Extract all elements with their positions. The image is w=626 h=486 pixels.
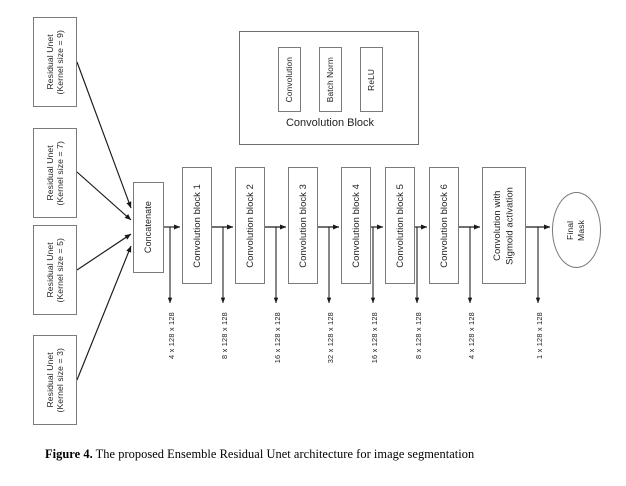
convolution-block-4-label: Convolution block 4 bbox=[350, 183, 362, 268]
concatenate-label: Concatenate bbox=[143, 201, 154, 254]
convolution-block-3[interactable]: Convolution block 3 bbox=[288, 167, 318, 284]
convolution-block-5-label: Convolution block 5 bbox=[394, 183, 406, 268]
inset-stage-relu-label: ReLU bbox=[365, 68, 376, 91]
dimension-label-1: 4 x 128 x 128 bbox=[167, 312, 176, 359]
ensemble-converging-arrows bbox=[76, 61, 132, 381]
figure-caption-label: Figure 4. bbox=[45, 447, 93, 461]
convolution-sigmoid-block[interactable]: Convolution with Sigmoid activation bbox=[482, 167, 526, 284]
dimension-label-2: 8 x 128 x 128 bbox=[220, 312, 229, 359]
residual-unet-k3[interactable]: Residual Unet (Kernel size = 3) bbox=[33, 335, 77, 425]
dimension-label-6: 8 x 128 x 128 bbox=[414, 312, 423, 359]
dimension-label-7: 4 x 128 x 128 bbox=[467, 312, 476, 359]
dimension-label-8: 1 x 128 x 128 bbox=[535, 312, 544, 359]
convolution-block-2-label: Convolution block 2 bbox=[244, 183, 256, 268]
inset-stage-batch-norm[interactable]: Batch Norm bbox=[319, 47, 342, 112]
convolution-block-2[interactable]: Convolution block 2 bbox=[235, 167, 265, 284]
inset-stage-relu[interactable]: ReLU bbox=[360, 47, 383, 112]
convolution-block-6[interactable]: Convolution block 6 bbox=[429, 167, 459, 284]
inset-stage-convolution-label: Convolution bbox=[283, 56, 294, 103]
dimension-label-4: 32 x 128 x 128 bbox=[326, 312, 335, 364]
residual-unet-k9-label: Residual Unet (Kernel size = 9) bbox=[44, 29, 65, 95]
inset-caption: Convolution Block bbox=[285, 117, 375, 129]
figure-caption-text: The proposed Ensemble Residual Unet arch… bbox=[92, 447, 475, 461]
convolution-block-4[interactable]: Convolution block 4 bbox=[341, 167, 371, 284]
convolution-block-3-label: Convolution block 3 bbox=[297, 183, 309, 268]
inset-stage-convolution[interactable]: Convolution bbox=[278, 47, 301, 112]
residual-unet-k7[interactable]: Residual Unet (Kernel size = 7) bbox=[33, 128, 77, 218]
residual-unet-k5-label: Residual Unet (Kernel size = 5) bbox=[44, 237, 65, 303]
figure-caption: Figure 4. The proposed Ensemble Residual… bbox=[45, 447, 590, 462]
residual-unet-k3-label: Residual Unet (Kernel size = 3) bbox=[44, 347, 65, 413]
residual-unet-k7-label: Residual Unet (Kernel size = 7) bbox=[44, 140, 65, 206]
convolution-block-1-label: Convolution block 1 bbox=[191, 183, 203, 268]
concatenate-node[interactable]: Concatenate bbox=[133, 182, 164, 273]
convolution-block-1[interactable]: Convolution block 1 bbox=[182, 167, 212, 284]
convolution-block-5[interactable]: Convolution block 5 bbox=[385, 167, 415, 284]
inset-stage-batch-norm-label: Batch Norm bbox=[324, 56, 335, 103]
dimension-label-3: 16 x 128 x 128 bbox=[273, 312, 282, 364]
final-mask-node[interactable]: Final Mask bbox=[552, 192, 601, 268]
convolution-block-6-label: Convolution block 6 bbox=[438, 183, 450, 268]
residual-unet-k9[interactable]: Residual Unet (Kernel size = 9) bbox=[33, 17, 77, 107]
convolution-block-inset: Convolution Batch Norm ReLU Convolution … bbox=[239, 31, 419, 145]
dimension-label-5: 16 x 128 x 128 bbox=[370, 312, 379, 364]
residual-unet-k5[interactable]: Residual Unet (Kernel size = 5) bbox=[33, 225, 77, 315]
final-mask-label: Final Mask bbox=[565, 219, 587, 241]
convolution-sigmoid-label: Convolution with Sigmoid activation bbox=[491, 186, 515, 265]
